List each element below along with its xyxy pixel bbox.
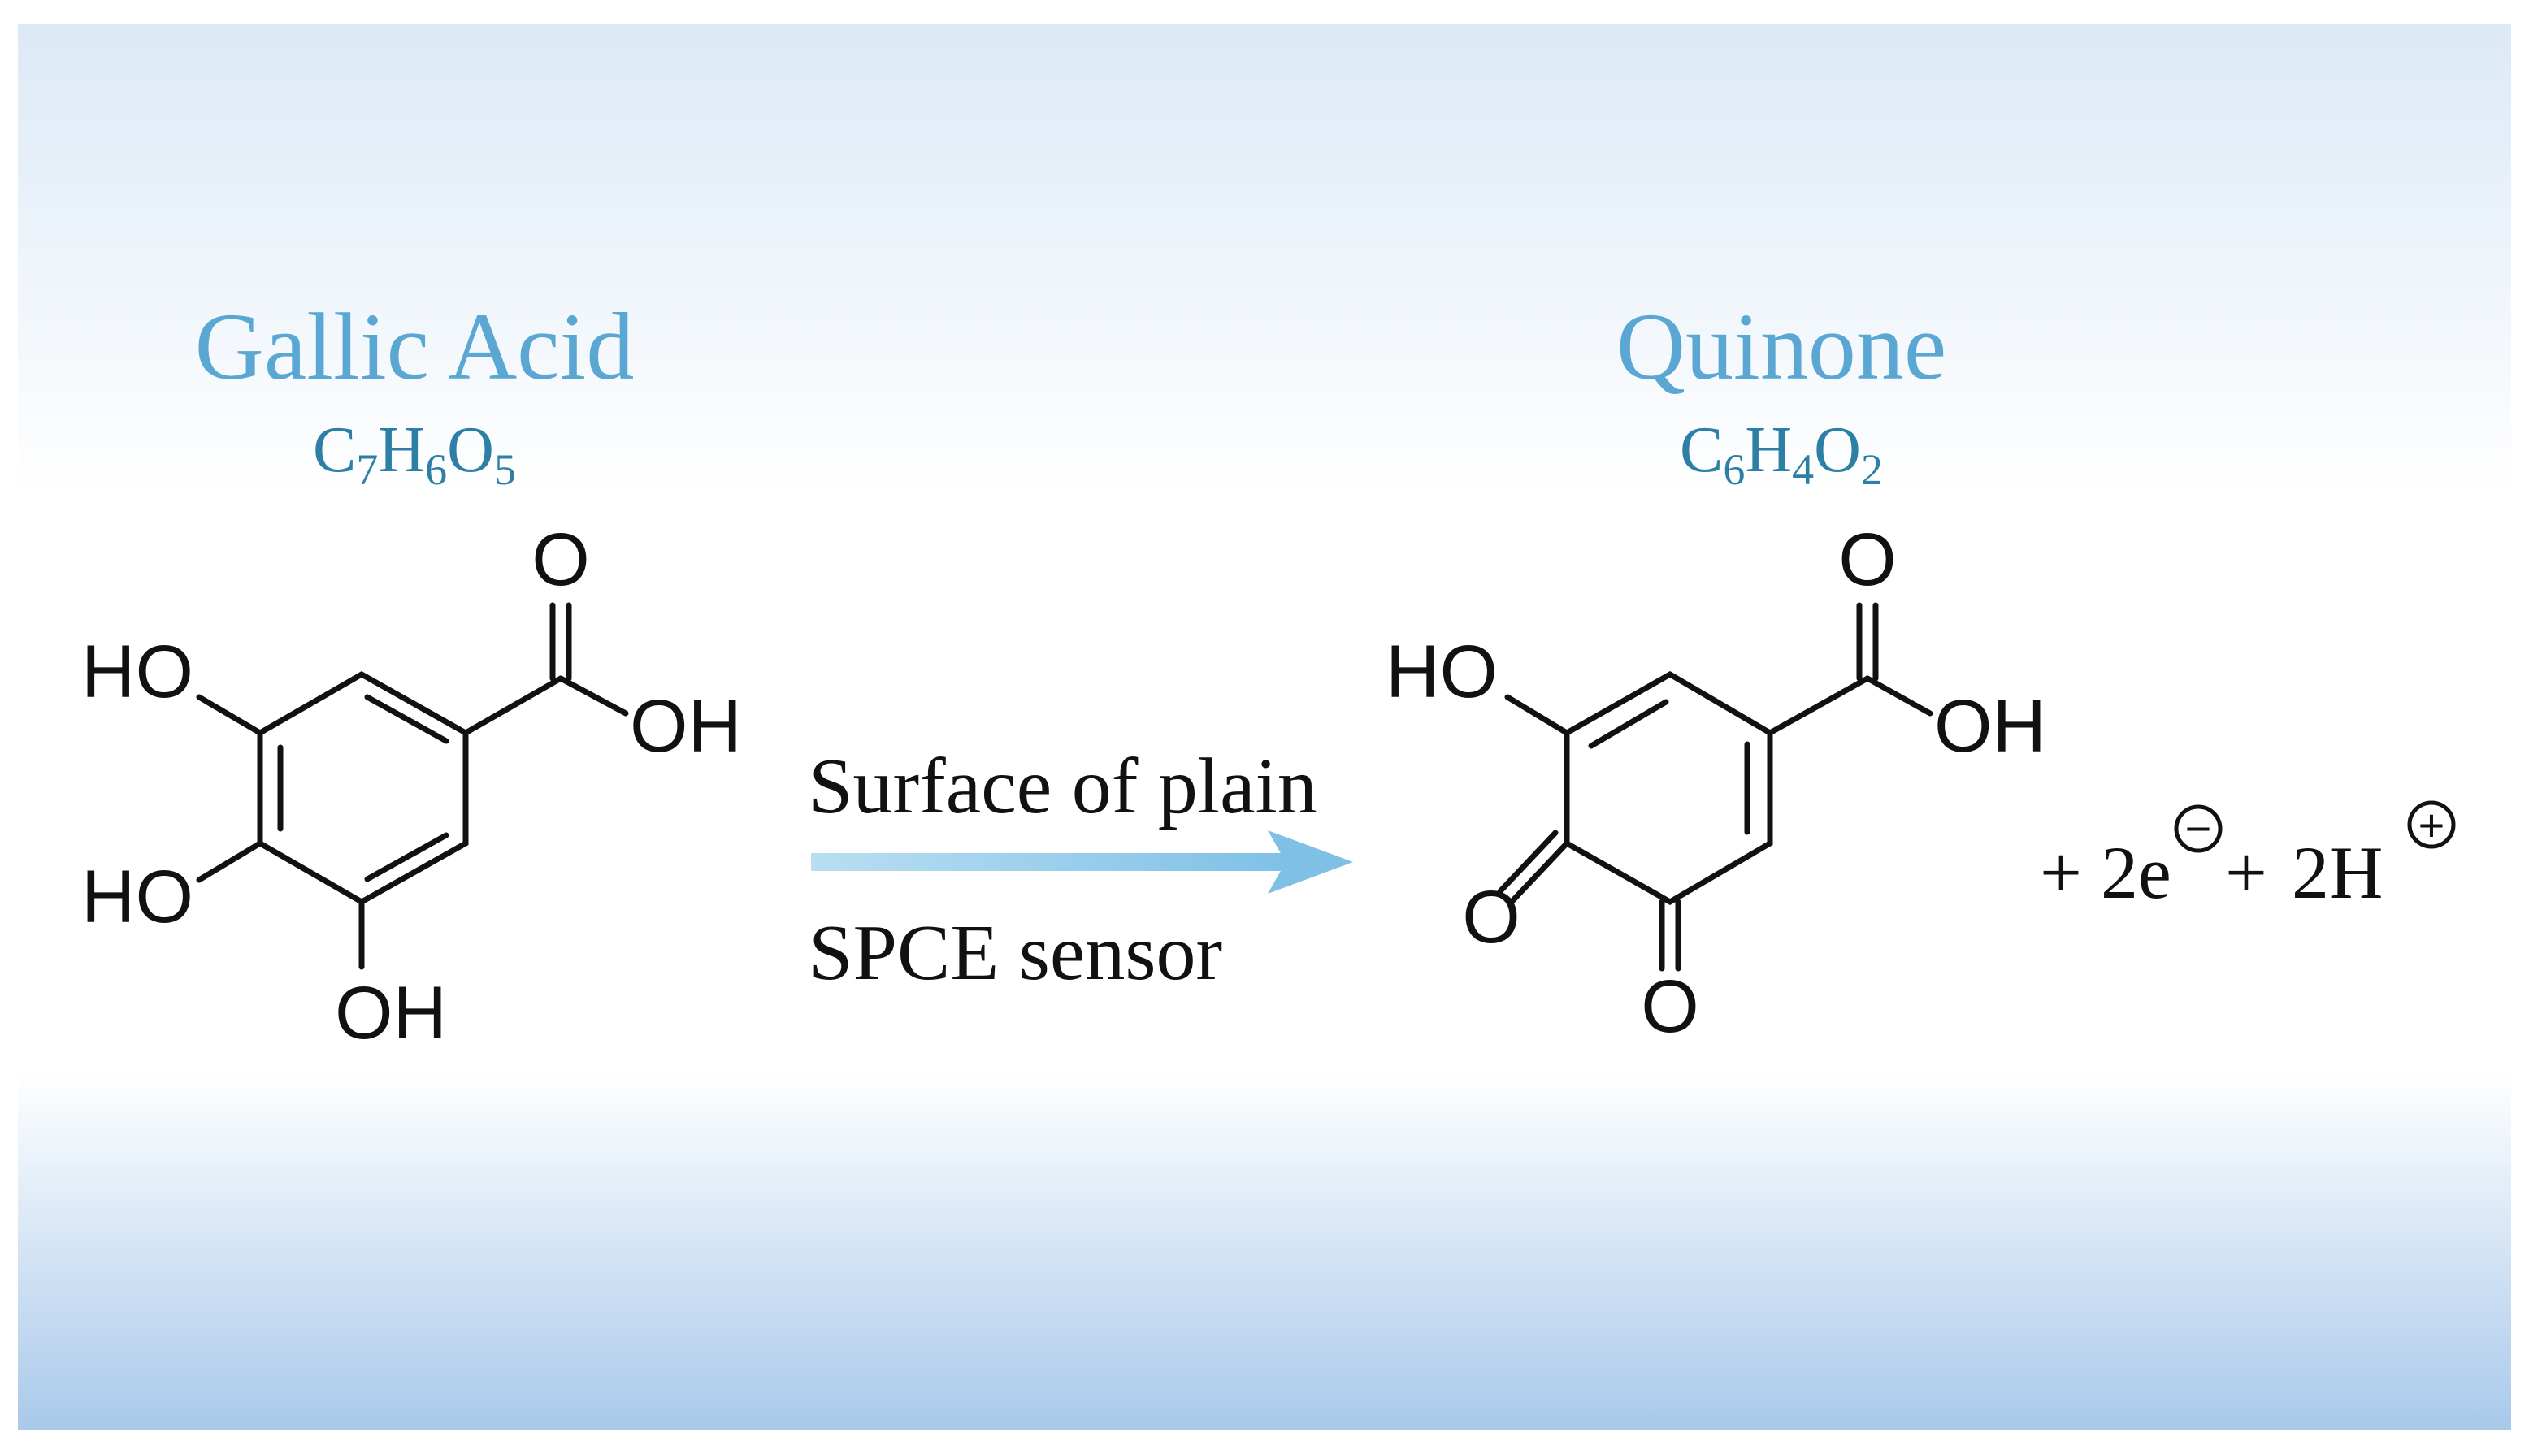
product-hydroxyl-bond [1864, 675, 1933, 717]
reaction-arrow-group: Surface of plain SPCE sensor [809, 743, 1353, 997]
product-ho-bond [1504, 694, 1570, 736]
byproducts: + 2e − + 2H + [2040, 800, 2456, 914]
condition-line-2: SPCE sensor [809, 909, 1222, 997]
reactant-name: Gallic Acid [195, 293, 635, 400]
product-label: Quinone C6H4O2 [1616, 293, 1946, 494]
product-atom-ho: HO [1386, 630, 1498, 713]
reactant-atom-o-top: O [531, 518, 590, 601]
reactant-formula: C7H6O5 [313, 414, 516, 494]
product-atom-oh-acid: OH [1934, 685, 2046, 768]
reactant-ring-double-bond [364, 694, 449, 744]
reactant-label: Gallic Acid C7H6O5 [195, 293, 635, 494]
product-carbonyl-left-bond [1508, 840, 1570, 905]
background-bottom-gradient [18, 1072, 2511, 1430]
product-carbonyl-left-bond [1497, 830, 1559, 895]
product-name: Quinone [1616, 293, 1946, 400]
reactant-ho-bond [196, 694, 263, 736]
protons-term: 2H [2292, 831, 2383, 914]
reaction-arrow-head [1268, 830, 1353, 894]
svg-text:−: − [2185, 803, 2212, 854]
electron-charge-icon: − [2174, 803, 2223, 854]
condition-line-1: Surface of plain [809, 743, 1317, 830]
product-formula: C6H4O2 [1680, 414, 1883, 494]
product-atom-o-left: O [1462, 876, 1520, 959]
product-atom-o-bottom: O [1641, 965, 1699, 1048]
reactant-carboxyl-bond [462, 675, 564, 736]
reactant-hydroxyl-bond [557, 675, 629, 717]
electrons-term: 2e [2101, 831, 2171, 914]
background-top-gradient [18, 24, 2511, 496]
reactant-atom-ho-2: HO [81, 856, 193, 938]
reactant-ring-double-bond [364, 832, 449, 882]
product-carboxyl-bond [1767, 675, 1871, 736]
reactant-atom-ho-1: HO [81, 630, 193, 713]
svg-text:+: + [2418, 800, 2445, 851]
reaction-arrow-shaft [811, 853, 1286, 871]
reactant-structure: O OH HO HO OH [81, 518, 742, 1055]
reactant-atom-oh-bottom: OH [335, 972, 447, 1055]
plus-sign-2: + [2225, 831, 2267, 914]
product-structure: O OH HO O O [1386, 518, 2046, 1048]
reactant-ho-bond [196, 840, 263, 883]
plus-sign-1: + [2040, 831, 2082, 914]
product-atom-o-top: O [1838, 518, 1897, 601]
proton-charge-icon: + [2407, 800, 2456, 851]
product-ring-double-bond [1588, 699, 1669, 749]
reactant-atom-oh-acid: OH [630, 685, 742, 768]
